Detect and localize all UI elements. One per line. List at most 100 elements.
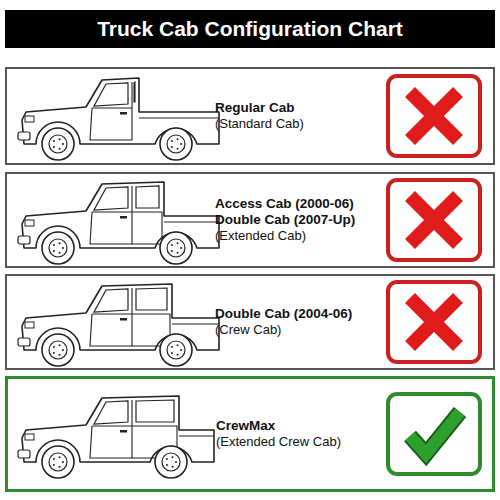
wheel (155, 446, 187, 478)
lug-nut (177, 242, 179, 244)
row-text: Access Cab (2000-06)Double Cab (2007-Up)… (215, 196, 355, 244)
cab-type: (Crew Cab) (215, 322, 352, 338)
front-door (90, 82, 132, 140)
cab-name: Access Cab (2000-06) (215, 196, 355, 212)
lug-nut (171, 352, 173, 354)
hub (49, 341, 67, 359)
mark-frame (388, 394, 480, 474)
x-mark-box (388, 180, 480, 260)
front-door (90, 288, 132, 346)
mark-frame (388, 180, 480, 260)
x-stroke (410, 92, 458, 140)
hub (49, 239, 67, 257)
lug-nut (62, 349, 64, 351)
headlight (25, 434, 34, 440)
lug-nut (171, 250, 173, 252)
x-mark-box (388, 282, 480, 362)
mark-frame (388, 282, 480, 362)
wheel (42, 334, 74, 366)
truck-illustration (18, 284, 219, 366)
front-window (94, 401, 128, 424)
truck-illustration (18, 396, 214, 478)
truck-illustration (18, 182, 219, 264)
lug-nut (166, 464, 168, 466)
front-door (90, 400, 132, 458)
lug-nut (53, 146, 55, 148)
rear-door (132, 212, 162, 244)
front-door (90, 186, 132, 244)
wheel (42, 232, 74, 264)
headlight (25, 116, 34, 122)
lug-nut (177, 344, 179, 346)
row-box: Regular Cab(Standard Cab) (5, 67, 495, 165)
hub (167, 341, 185, 359)
hub (49, 453, 67, 471)
lug-nut (59, 466, 61, 468)
rear-window (136, 400, 174, 422)
row-text: Regular Cab(Standard Cab) (215, 100, 304, 132)
row-box: Double Cab (2004-06)(Crew Cab) (5, 274, 495, 370)
bed-rail (164, 222, 219, 223)
front-window (94, 289, 128, 312)
headlight (25, 220, 34, 226)
lug-nut (177, 138, 179, 140)
cab-name: Double Cab (2004-06) (215, 306, 352, 322)
lug-nut (177, 354, 179, 356)
lug-nut (62, 247, 64, 249)
door-handle (120, 216, 127, 219)
hub (167, 239, 185, 257)
x-mark-box (388, 76, 480, 156)
lug-nut (53, 244, 55, 246)
lug-nut (53, 458, 55, 460)
wheel (42, 128, 74, 160)
cab-name: Double Cab (2007-Up) (215, 212, 355, 228)
bed-rail (172, 324, 219, 325)
lug-nut (53, 464, 55, 466)
door-handle (120, 112, 127, 115)
wheel (160, 334, 192, 366)
hub (49, 135, 67, 153)
lug-nut (53, 250, 55, 252)
bumper (18, 338, 30, 346)
door-handle (120, 318, 127, 321)
lug-nut (171, 140, 173, 142)
lug-nut (172, 466, 174, 468)
check-outline (410, 412, 460, 454)
lug-nut (171, 244, 173, 246)
cab-back-window (134, 82, 135, 102)
cab-type: (Extended Crew Cab) (216, 434, 341, 450)
front-window (94, 83, 128, 106)
hub (167, 135, 185, 153)
lug-nut (59, 344, 61, 346)
hub (162, 453, 180, 471)
truck-illustration (18, 78, 219, 160)
lug-nut (180, 349, 182, 351)
headlight (25, 322, 34, 328)
row-text: Double Cab (2004-06)(Crew Cab) (215, 306, 352, 338)
mark-frame (388, 76, 480, 156)
lug-nut (175, 461, 177, 463)
row-text: CrewMax(Extended Crew Cab) (216, 418, 341, 450)
wheel (160, 232, 192, 264)
lug-nut (166, 458, 168, 460)
bed-rail (179, 436, 214, 437)
lug-nut (59, 456, 61, 458)
lug-nut (59, 354, 61, 356)
wheel (42, 446, 74, 478)
lug-nut (180, 247, 182, 249)
bumper (18, 450, 30, 458)
wheel (160, 128, 192, 160)
chart-title: Truck Cab Configuration Chart (97, 17, 403, 41)
lug-nut (53, 346, 55, 348)
lug-nut (59, 242, 61, 244)
x-stroke (410, 196, 458, 244)
lug-nut (171, 146, 173, 148)
lug-nut (59, 138, 61, 140)
rear-window (136, 288, 167, 310)
lug-nut (62, 143, 64, 145)
lug-nut (59, 148, 61, 150)
rear-window (136, 186, 159, 208)
title-bar: Truck Cab Configuration Chart (5, 10, 495, 48)
cab-type: (Extended Cab) (215, 228, 355, 244)
lug-nut (171, 346, 173, 348)
